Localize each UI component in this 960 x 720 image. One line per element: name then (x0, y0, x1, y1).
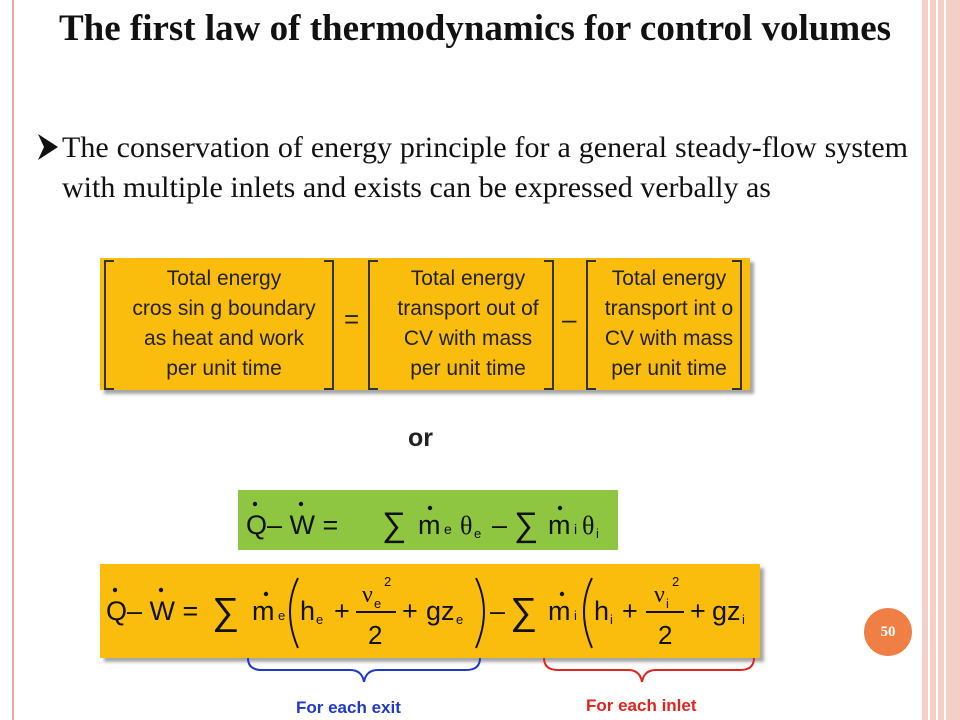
svg-text:2: 2 (368, 620, 382, 650)
slide-title: The first law of thermodynamics for cont… (58, 8, 892, 49)
svg-text:gz: gz (712, 596, 741, 626)
mass-flow-exit: m (418, 510, 441, 540)
svg-text:∑: ∑ (514, 506, 538, 544)
svg-text:e: e (374, 596, 381, 611)
svg-text:θ: θ (460, 511, 472, 540)
verbal-equation-box: Total energy cros sin g boundary as heat… (100, 258, 750, 390)
svg-text:e: e (316, 612, 323, 627)
svg-text:i: i (666, 596, 669, 611)
svg-text:ν: ν (362, 582, 373, 608)
bracket-left (104, 260, 114, 390)
svg-text:i: i (574, 521, 577, 537)
label-each-exit: For each exit (296, 698, 401, 717)
energy-equation-compact: Q– W = ∑ m e θ e – ∑ m i θ i (238, 490, 618, 550)
or-connector: or (408, 424, 433, 452)
term-line: transport out of (397, 297, 539, 320)
energy-equation-expanded: Q– W = ∑ m e h e + ν e 2 2 + gz e – ∑ m … (100, 564, 760, 658)
panel-stripe (936, 0, 938, 720)
term-line: per unit time (611, 357, 727, 380)
svg-text:m: m (548, 596, 571, 626)
svg-text:i: i (574, 608, 577, 623)
svg-text:i: i (596, 526, 599, 541)
equals-sign: = (344, 304, 360, 334)
svg-text:+: + (402, 596, 418, 626)
svg-text:θ: θ (582, 511, 594, 540)
svg-text:ν: ν (654, 582, 665, 608)
svg-text:2: 2 (658, 620, 672, 650)
svg-text:–: – (490, 596, 505, 626)
term-line: CV with mass (403, 327, 533, 350)
term-line: per unit time (410, 357, 526, 380)
svg-text:∑: ∑ (212, 591, 239, 633)
svg-text:i: i (610, 612, 613, 627)
term-line: Total energy (166, 267, 282, 290)
bracket-right (732, 260, 742, 390)
equation-compact-formula: Q– W = ∑ m e θ e – ∑ m i θ i (246, 501, 599, 544)
bracket-right (544, 260, 554, 390)
panel-stripe (944, 0, 946, 720)
svg-text:e: e (474, 526, 481, 541)
svg-text:+: + (334, 596, 350, 626)
term-line: Total energy (410, 267, 526, 290)
eq1-lhs: Q– W = (246, 510, 338, 540)
svg-text:h: h (594, 596, 609, 626)
bracket-right (324, 260, 334, 390)
term-line: transport int o (604, 297, 734, 320)
term-line: as heat and work (144, 327, 304, 350)
term-line: per unit time (166, 357, 282, 380)
panel-stripe (928, 0, 930, 720)
right-decorative-panel (922, 0, 960, 720)
svg-text:e: e (444, 521, 452, 537)
svg-text:m: m (252, 596, 275, 626)
term-line: Total energy (611, 267, 727, 290)
svg-text:Q– W =: Q– W = (106, 596, 198, 626)
term-line: cros sin g boundary (132, 297, 316, 320)
svg-text:e: e (278, 608, 285, 623)
mass-flow-inlet: m (548, 510, 571, 540)
svg-text:h: h (300, 596, 315, 626)
left-border-rule (12, 0, 14, 720)
svg-text:2: 2 (672, 574, 679, 589)
bracket-left (368, 260, 378, 390)
bullet-text: The conservation of energy principle for… (62, 131, 908, 204)
svg-text:+: + (690, 596, 706, 626)
term-line: CV with mass (604, 327, 734, 350)
svg-text:+: + (622, 596, 638, 626)
svg-text:gz: gz (426, 596, 455, 626)
label-each-inlet: For each inlet (586, 696, 697, 715)
equation-expanded-formula: Q– W = ∑ m e h e + ν e 2 2 + gz e – ∑ m … (106, 574, 745, 650)
term-energy-in: Total energy transport int o CV with mas… (594, 264, 744, 388)
svg-text:∑: ∑ (510, 591, 537, 633)
page-number-badge: 50 (864, 608, 912, 656)
svg-text:–: – (492, 510, 507, 540)
svg-text:e: e (456, 612, 463, 627)
exit-brace (247, 657, 481, 683)
svg-text:2: 2 (384, 574, 391, 589)
svg-text:i: i (742, 612, 745, 627)
underbraces (247, 657, 755, 683)
bracket-left (586, 260, 596, 390)
term-energy-heat-work: Total energy cros sin g boundary as heat… (118, 264, 330, 388)
term-energy-out: Total energy transport out of CV with ma… (376, 264, 560, 388)
inlet-brace (543, 657, 755, 683)
minus-sign: – (562, 304, 577, 334)
sum-symbol: ∑ (382, 506, 406, 544)
arrow-bullet-icon (38, 134, 58, 160)
